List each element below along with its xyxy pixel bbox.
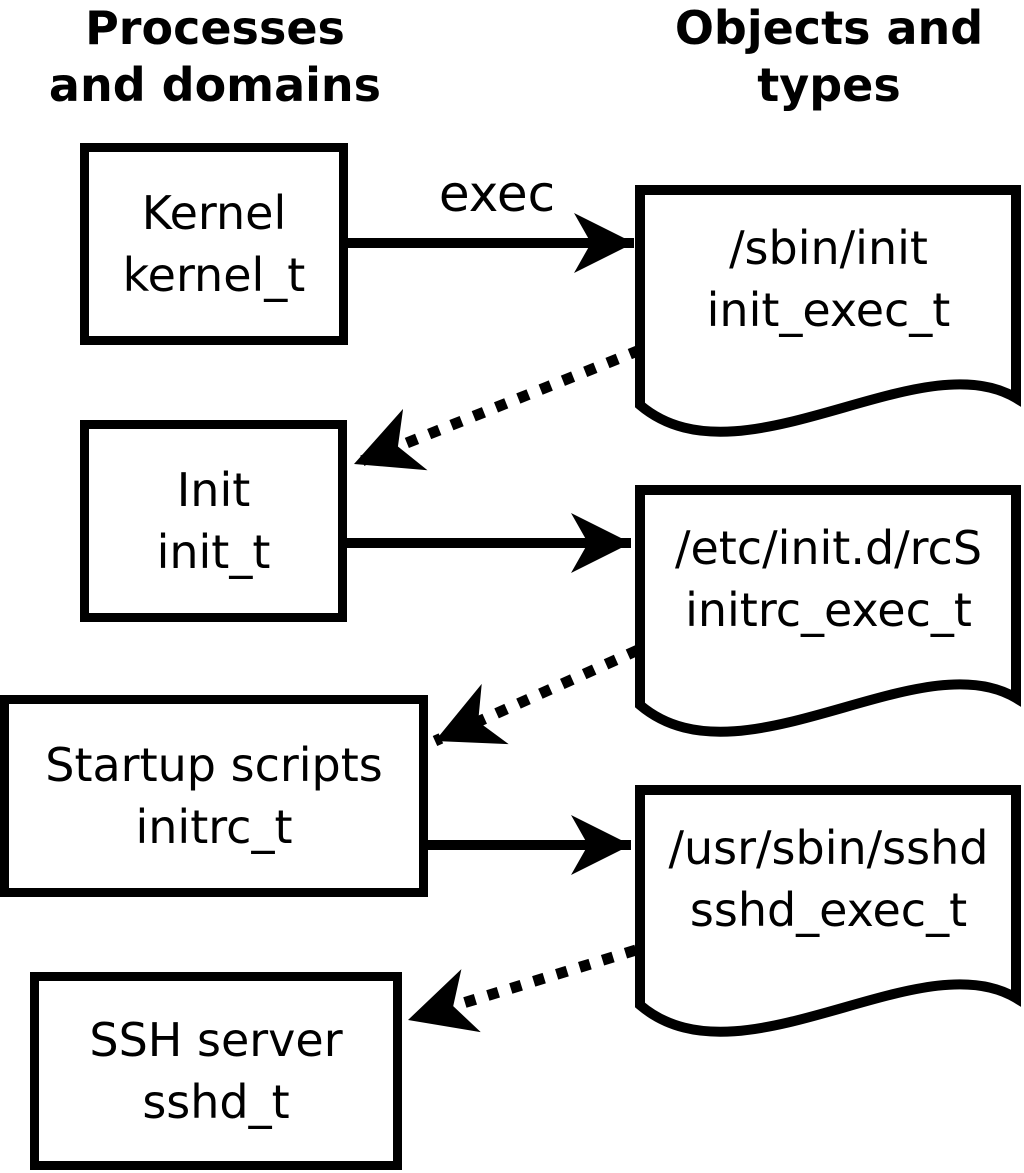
process-box-ssh-server: SSH server sshd_t <box>30 972 402 1170</box>
document-shape-etc-initd-rcs <box>635 485 1021 737</box>
process-name: Startup scripts <box>45 738 383 792</box>
object-path: /sbin/init <box>729 221 928 275</box>
object-type: sshd_exec_t <box>689 883 968 937</box>
process-box-startup-scripts: Startup scripts initrc_t <box>0 695 428 897</box>
process-domain-type: initrc_t <box>135 800 293 854</box>
object-type: initrc_exec_t <box>685 583 972 637</box>
transition-arrow-init-exec-to-init-t <box>351 344 643 471</box>
process-domain-type: init_t <box>156 525 271 579</box>
exec-arrow-label: exec <box>438 165 556 223</box>
document-shape-sbin-init <box>635 185 1021 437</box>
object-doc-label-etc-initd-rcs: /etc/init.d/rcS initrc_exec_t <box>640 517 1017 641</box>
transition-arrow-initrc-exec-to-initrc-t <box>432 644 641 747</box>
object-path: /usr/sbin/sshd <box>668 821 989 875</box>
document-shape-usr-sbin-sshd <box>635 785 1021 1037</box>
heading-line: types <box>757 58 901 112</box>
object-doc-label-sbin-init: /sbin/init init_exec_t <box>640 217 1017 341</box>
heading-line: Processes <box>85 1 345 55</box>
object-doc-label-usr-sbin-sshd: /usr/sbin/sshd sshd_exec_t <box>640 817 1017 941</box>
process-domain-type: sshd_t <box>142 1075 290 1129</box>
object-type: init_exec_t <box>706 283 951 337</box>
column-heading-objects: Objects and types <box>640 0 1018 114</box>
transition-arrow-sshd-exec-to-sshd-t <box>406 944 638 1033</box>
column-heading-processes: Processes and domains <box>0 0 430 114</box>
heading-line: and domains <box>48 58 382 112</box>
process-domain-type: kernel_t <box>122 248 306 302</box>
process-box-kernel: Kernel kernel_t <box>80 143 348 345</box>
process-name: Init <box>176 463 251 517</box>
process-box-init: Init init_t <box>80 420 347 622</box>
heading-line: Objects and <box>674 1 984 55</box>
process-name: SSH server <box>89 1013 343 1067</box>
object-path: /etc/init.d/rcS <box>674 521 983 575</box>
process-name: Kernel <box>141 186 287 240</box>
